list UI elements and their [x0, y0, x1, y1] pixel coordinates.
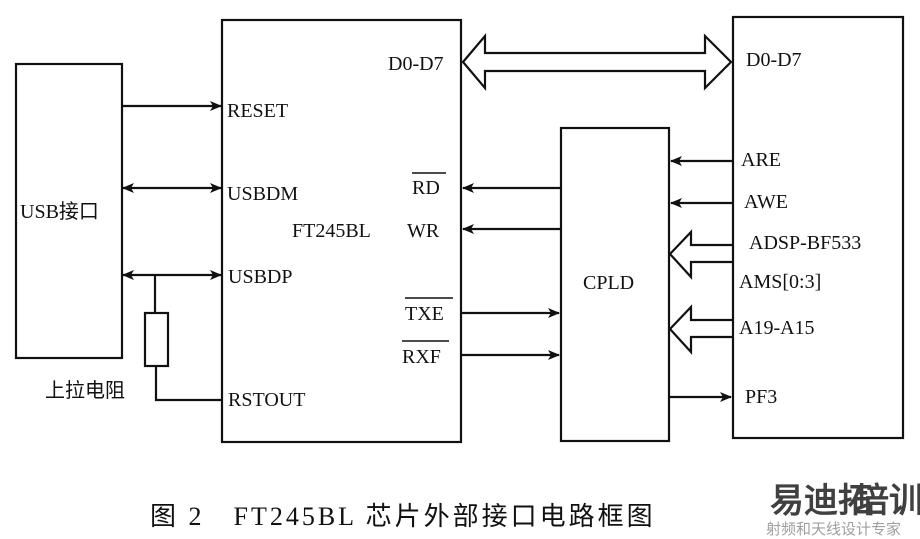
pin-rxf: RXF — [402, 346, 441, 368]
adsp-bf533-block — [731, 15, 905, 440]
pin-rd: RD — [412, 177, 440, 199]
usb-block-label: USB接口 — [20, 200, 99, 223]
pin-awe: AWE — [744, 191, 788, 213]
watermark-main-b: 培训 — [855, 481, 920, 521]
pin-rstout: RSTOUT — [228, 389, 305, 411]
ft245-block-label: FT245BL — [292, 220, 371, 242]
pin-usbdm: USBDM — [227, 183, 298, 205]
ams-bus-arrow — [668, 229, 733, 280]
pin-pf3: PF3 — [745, 386, 777, 408]
cpld-block — [559, 126, 671, 443]
pin-ams: AMS[0:3] — [739, 271, 821, 293]
pin-reset: RESET — [227, 100, 288, 122]
pin-addr: A19-A15 — [739, 317, 815, 339]
pin-are: ARE — [741, 149, 781, 171]
usb-interface-block — [14, 62, 124, 360]
pullup-resistor — [143, 311, 170, 368]
pin-ft-data: D0-D7 — [388, 53, 444, 75]
watermark-logo: 易迪拓 培训 射频和天线设计专家 — [766, 481, 920, 538]
rstout-wire — [154, 366, 222, 402]
cpld-block-label: CPLD — [583, 272, 634, 294]
pin-wr: WR — [407, 220, 440, 242]
addr-bus-arrow — [668, 304, 733, 355]
resistor-label: 上拉电阻 — [45, 379, 125, 402]
watermark-main-a: 易迪拓 — [770, 481, 872, 521]
data-bus-arrow — [461, 32, 733, 92]
pin-dsp-data: D0-D7 — [746, 49, 802, 71]
ft245bl-block — [220, 18, 463, 444]
watermark-sub: 射频和天线设计专家 — [766, 520, 901, 538]
pin-usbdp: USBDP — [228, 266, 292, 288]
dsp-block-label: ADSP-BF533 — [749, 232, 861, 254]
figure-caption: 图 2 FT245BL 芯片外部接口电路框图 — [150, 502, 656, 531]
pin-txe: TXE — [405, 303, 444, 325]
